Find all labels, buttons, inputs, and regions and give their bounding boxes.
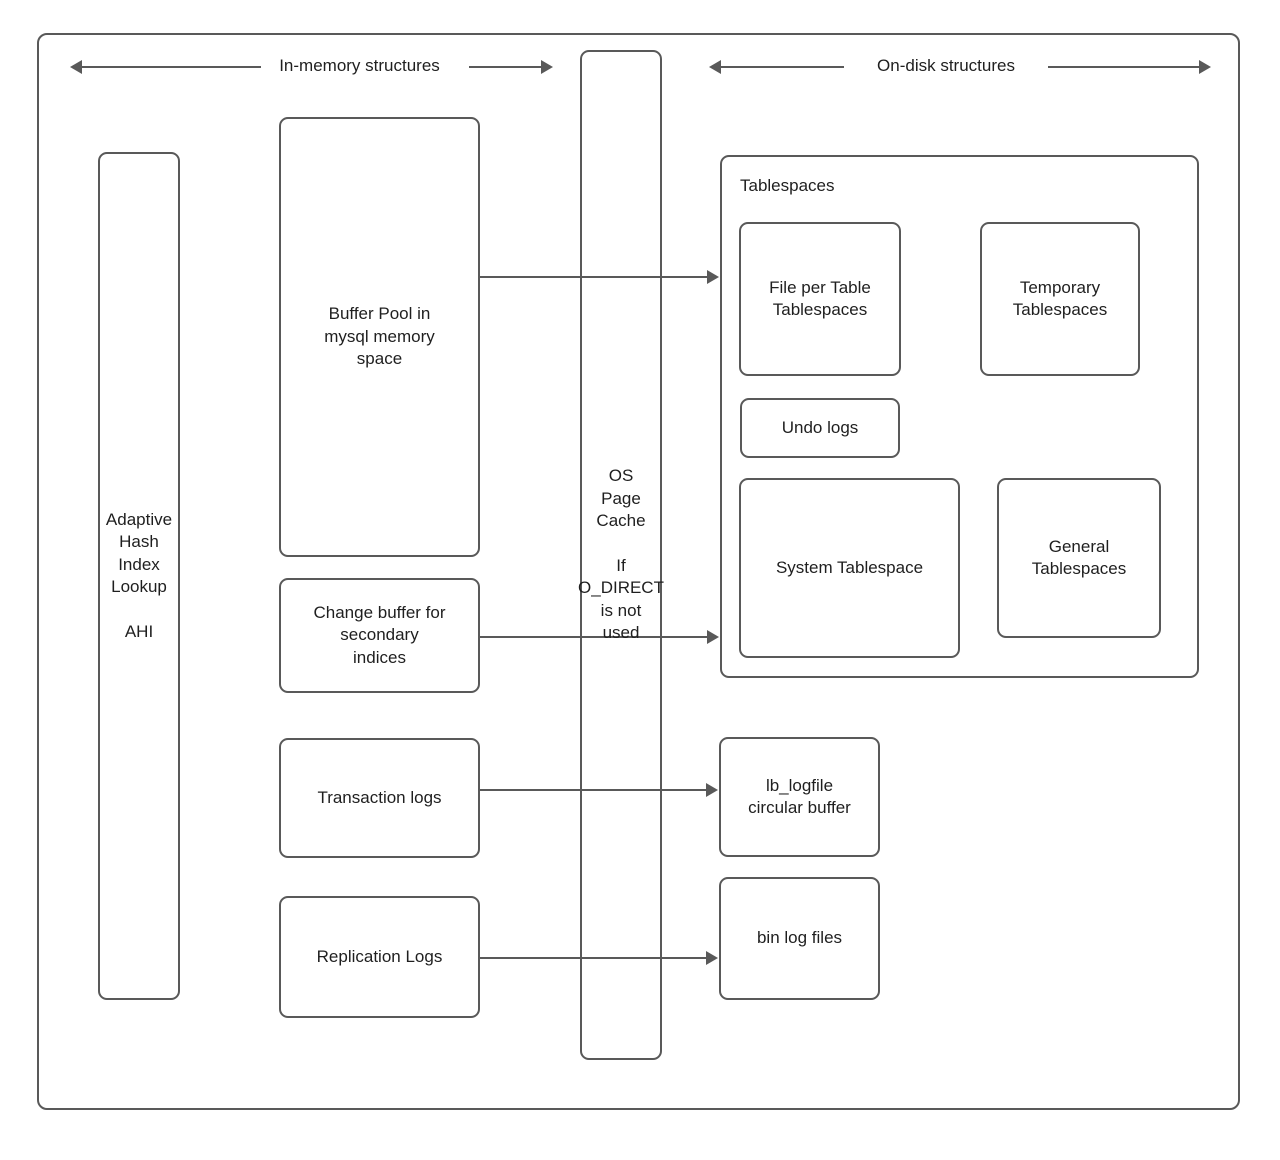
transaction-logs-to-ib-logfile-arrowhead — [706, 783, 718, 797]
in-memory-right-arrowhead — [541, 60, 553, 74]
in-memory-right-arrow-line — [469, 66, 542, 68]
temporary-tablespaces-box[interactable]: Temporary Tablespaces — [980, 222, 1140, 376]
transaction-logs-box[interactable]: Transaction logs — [279, 738, 480, 858]
replication-logs-box[interactable]: Replication Logs — [279, 896, 480, 1018]
os-page-cache-box[interactable]: OS Page Cache If O_DIRECT is not used — [578, 50, 664, 1060]
change-buffer-box[interactable]: Change buffer for secondary indices — [279, 578, 480, 693]
tablespaces-title: Tablespaces — [740, 176, 835, 195]
on-disk-right-arrowhead — [1199, 60, 1211, 74]
adaptive-hash-index-box[interactable]: Adaptive Hash Index Lookup AHI — [98, 152, 180, 1000]
on-disk-structures-label: On-disk structures — [877, 56, 1015, 75]
diagram-outer-frame — [37, 33, 1240, 1110]
on-disk-left-arrowhead — [709, 60, 721, 74]
change-buffer-to-tablespaces-arrowhead — [707, 630, 719, 644]
undo-logs-box[interactable]: Undo logs — [740, 398, 900, 458]
file-per-table-tablespaces-box[interactable]: File per Table Tablespaces — [739, 222, 901, 376]
transaction-logs-to-ib-logfile-line — [480, 789, 707, 791]
buffer-pool-box[interactable]: Buffer Pool in mysql memory space — [279, 117, 480, 557]
ib-logfile-box[interactable]: lb_logfile circular buffer — [719, 737, 880, 857]
bin-log-files-box[interactable]: bin log files — [719, 877, 880, 1000]
in-memory-left-arrowhead — [70, 60, 82, 74]
in-memory-structures-label: In-memory structures — [279, 56, 440, 75]
buffer-pool-to-tablespaces-line — [480, 276, 708, 278]
system-tablespace-box[interactable]: System Tablespace — [739, 478, 960, 658]
on-disk-left-arrow-line — [720, 66, 844, 68]
on-disk-right-arrow-line — [1048, 66, 1201, 68]
change-buffer-to-tablespaces-line — [480, 636, 708, 638]
buffer-pool-to-tablespaces-arrowhead — [707, 270, 719, 284]
replication-logs-to-bin-log-line — [480, 957, 707, 959]
replication-logs-to-bin-log-arrowhead — [706, 951, 718, 965]
general-tablespaces-box[interactable]: General Tablespaces — [997, 478, 1161, 638]
in-memory-left-arrow-line — [81, 66, 261, 68]
